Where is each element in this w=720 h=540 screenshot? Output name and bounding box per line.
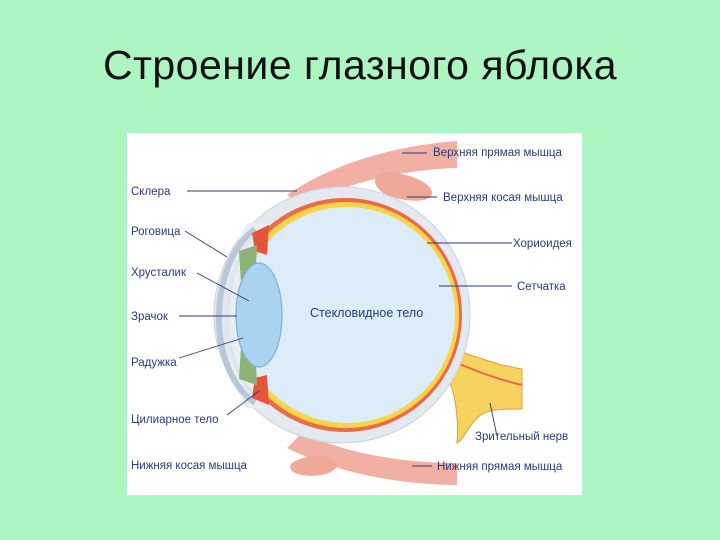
leader-lines <box>178 152 512 467</box>
eye-diagram: Склера Роговица Хрусталик Зрачок Радужка… <box>127 133 582 495</box>
label-optic-nerve: Зрительный нерв <box>475 431 568 443</box>
cornea-inner <box>225 231 259 400</box>
label-superior-rectus: Верхняя прямая мышца <box>433 147 563 159</box>
label-vitreous-body: Стекловидное тело <box>310 306 423 320</box>
label-inferior-rectus: Нижняя прямая мышца <box>437 461 563 473</box>
inferior-oblique-muscle <box>290 456 338 476</box>
label-retina: Сетчатка <box>517 281 566 293</box>
label-sclera: Склера <box>131 186 171 198</box>
slide-title: Строение глазного яблока <box>102 42 617 88</box>
lens <box>235 262 283 368</box>
label-ciliary-body: Цилиарное тело <box>131 414 219 426</box>
vitreous-body <box>239 207 455 423</box>
optic-nerve <box>444 344 523 444</box>
label-inferior-oblique: Нижняя косая мышца <box>131 460 248 472</box>
label-choroid: Хориоидея <box>513 238 572 250</box>
superior-oblique-muscle <box>375 172 432 201</box>
label-iris: Радужка <box>131 357 177 369</box>
label-superior-oblique: Верхняя косая мышца <box>443 192 563 204</box>
label-pupil: Зрачок <box>131 311 169 323</box>
label-cornea: Роговица <box>131 226 181 238</box>
inferior-rectus-muscle <box>287 433 457 485</box>
label-lens: Хрусталик <box>131 267 187 279</box>
